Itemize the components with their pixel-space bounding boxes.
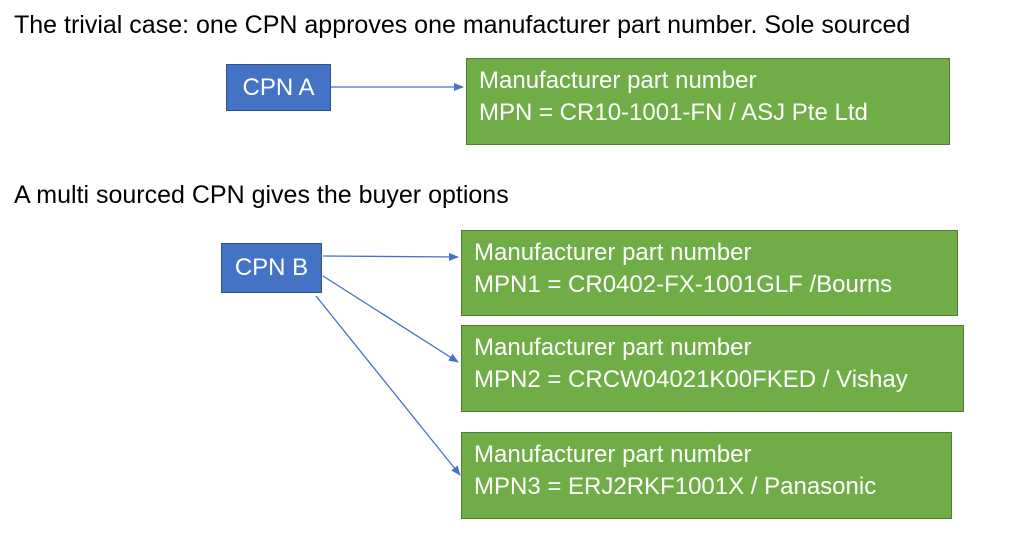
cpn-b-label: CPN B	[234, 254, 309, 281]
arrow-cpn-b-to-mpn3	[315, 295, 461, 476]
cpn-b-box: CPN B	[221, 243, 322, 293]
mpn1-box: Manufacturer part number MPN1 = CR0402-F…	[461, 230, 958, 316]
mpn-a-box: Manufacturer part number MPN = CR10-1001…	[466, 58, 950, 145]
mpn2-box: Manufacturer part number MPN2 = CRCW0402…	[461, 325, 964, 412]
arrow-cpn-b-to-mpn1	[322, 252, 459, 261]
cpn-a-label: CPN A	[242, 73, 315, 101]
multi-sourced-heading: A multi sourced CPN gives the buyer opti…	[14, 181, 509, 209]
mpn1-title: Manufacturer part number	[474, 239, 752, 266]
cpn-a-box: CPN A	[226, 64, 331, 111]
mpn-a-title: Manufacturer part number	[479, 67, 757, 94]
mpn1-value: MPN1 = CR0402-FX-1001GLF /Bourns	[474, 271, 893, 298]
mpn3-box: Manufacturer part number MPN3 = ERJ2RKF1…	[461, 432, 952, 519]
trivial-case-heading: The trivial case: one CPN approves one m…	[14, 11, 911, 39]
mpn3-title: Manufacturer part number	[474, 441, 752, 468]
arrow-cpn-b-to-mpn2	[322, 275, 459, 363]
mpn2-title: Manufacturer part number	[474, 334, 752, 361]
mpn-a-value: MPN = CR10-1001-FN / ASJ Pte Ltd	[479, 99, 868, 126]
mpn3-value: MPN3 = ERJ2RKF1001X / Panasonic	[474, 473, 877, 500]
mpn2-value: MPN2 = CRCW04021K00FKED / Vishay	[474, 366, 908, 393]
